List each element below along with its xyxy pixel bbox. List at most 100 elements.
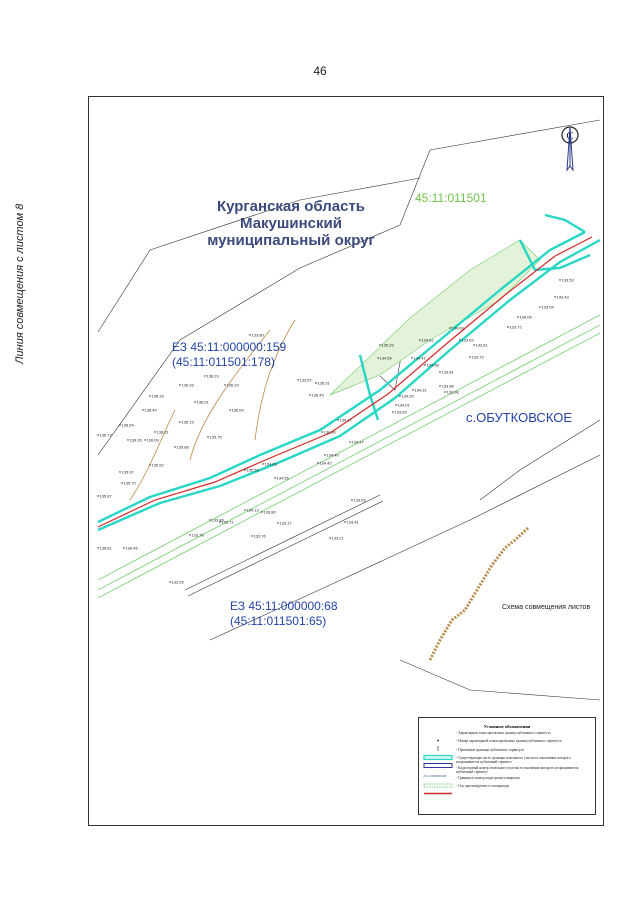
spot-height-dot xyxy=(262,463,264,465)
servitude-line xyxy=(97,238,601,532)
spot-height-dot xyxy=(315,382,317,384)
quarter-line xyxy=(97,324,601,591)
spot-height-dot xyxy=(169,581,171,583)
legend-item: 45:11:000000:68 - Кадастровый номер земе… xyxy=(423,765,579,778)
spot-height-dot xyxy=(459,339,461,341)
sheet-join-label: Линия совмещения с листом 8 xyxy=(14,203,26,364)
boundary-line xyxy=(97,177,421,333)
spot-height-label: 135.88 xyxy=(177,445,190,450)
spot-height-label: 136.09 xyxy=(147,438,160,443)
spot-height-dot xyxy=(444,391,446,393)
spot-height-label: 133.71 xyxy=(222,520,235,525)
spot-height-label: 136.21 xyxy=(157,430,170,435)
village-label: с.ОБУТКОВСКОЕ xyxy=(466,410,573,425)
spot-height-dot xyxy=(517,316,519,318)
spot-height-label: 136.54 xyxy=(122,423,135,428)
spot-height-label: 133.63 xyxy=(354,498,367,503)
servitude-symbol-icon xyxy=(423,748,453,760)
spot-height-label: 134.30 xyxy=(324,430,337,435)
spot-height-dot xyxy=(249,334,251,336)
servitude-line xyxy=(97,230,586,524)
map-legend: Условные обозначения - Характерная точка… xyxy=(418,717,596,815)
spot-height-dot xyxy=(189,534,191,536)
spot-height-dot xyxy=(309,394,311,396)
spot-height-label: 133.41 xyxy=(347,520,360,525)
contour-line xyxy=(129,409,176,501)
spot-height-dot xyxy=(207,436,209,438)
spot-height-dot xyxy=(439,371,441,373)
legend-title: Условные обозначения xyxy=(483,724,531,729)
gas-pipeline-axis xyxy=(97,236,593,528)
spot-height-label: 134.06 xyxy=(520,315,533,320)
quarter-lines xyxy=(97,314,601,599)
contours xyxy=(129,319,296,501)
spot-height-label: 133.54 xyxy=(542,305,555,310)
servitude-line xyxy=(518,239,591,272)
spot-height-dot xyxy=(473,344,475,346)
quarter-line xyxy=(97,314,601,581)
spot-height-label: 133.72 xyxy=(472,355,485,360)
spot-height-dot xyxy=(379,344,381,346)
forest-area xyxy=(329,239,541,396)
spot-height-dot xyxy=(324,454,326,456)
spot-height-label: 134.56 xyxy=(277,476,290,481)
spot-height-label: 135.87 xyxy=(100,494,113,499)
spot-height-label: 136.23 xyxy=(207,374,220,379)
spot-height-dot xyxy=(194,401,196,403)
spot-height-dot xyxy=(142,409,144,411)
spot-height-dot xyxy=(144,439,146,441)
spot-height-dot xyxy=(149,395,151,397)
spot-height-label: 135.62 xyxy=(152,463,165,468)
spot-height-label: 136.15 xyxy=(182,420,195,425)
legend-item: - Номер характерной точки проектных гран… xyxy=(423,739,591,751)
spot-height-label: 133.98 xyxy=(447,390,460,395)
spot-height-label: 134.66 xyxy=(265,462,278,467)
spot-height-label: 136.29 xyxy=(227,383,240,388)
spot-height-label: 133.17 xyxy=(280,521,293,526)
contour-line xyxy=(254,319,296,441)
map-frame xyxy=(88,96,604,826)
spot-height-dot xyxy=(229,409,231,411)
spot-height-label: 134.82 xyxy=(422,338,435,343)
spot-height-dot xyxy=(224,384,226,386)
spot-height-dot xyxy=(559,279,561,281)
servitude-corridor xyxy=(97,213,601,532)
ez159-line2: (45:11:011501:178) xyxy=(172,355,275,369)
spot-height-dot xyxy=(344,521,346,523)
spot-height-label: 136.26 xyxy=(182,383,195,388)
cadastral-number-sample: 45:11:000000:68 xyxy=(423,766,453,778)
spot-height-dot xyxy=(392,411,394,413)
spot-height-dot xyxy=(439,385,441,387)
spot-height-dot xyxy=(127,439,129,441)
quarter-line xyxy=(97,332,601,599)
spot-height-dot xyxy=(351,499,353,501)
spot-height-dot xyxy=(204,375,206,377)
spot-height-dot xyxy=(154,431,156,433)
point-symbol-icon xyxy=(423,731,453,741)
svg-text:45:11:000000:68: 45:11:000000:68 xyxy=(423,774,446,778)
spot-height-label: 136.33 xyxy=(152,394,165,399)
quarter-symbol-icon xyxy=(423,776,453,788)
servitude-line xyxy=(358,354,380,421)
spot-height-dot xyxy=(209,519,211,521)
cadastral-boundaries xyxy=(97,119,601,701)
legend-item: - Ось проектируемого газопровода xyxy=(423,784,591,795)
ez68-label: ЕЗ 45:11:000000:68 (45:11:011501:65) xyxy=(230,599,338,629)
servitude-line xyxy=(544,213,586,234)
spot-height-dot xyxy=(277,522,279,524)
spot-height-label: 135.75 xyxy=(210,435,223,440)
spot-height-label: 134.40 xyxy=(327,453,340,458)
ez159-label: ЕЗ 45:11:000000:159 (45:11:011501:178) xyxy=(172,340,286,370)
spot-height-label: 135.56 xyxy=(247,468,260,473)
spot-height-dot xyxy=(554,296,556,298)
boundary-line xyxy=(399,659,601,701)
legend-item: - Проектные границы публичного сервитута xyxy=(423,748,591,760)
spot-height-dot xyxy=(174,446,176,448)
spot-height-label: 136.01 xyxy=(197,400,210,405)
spot-height-dot xyxy=(317,462,319,464)
spot-height-dot xyxy=(179,384,181,386)
spot-height-dot xyxy=(507,326,509,328)
spot-height-dot xyxy=(123,547,125,549)
point-number-icon xyxy=(423,739,453,751)
road-hatch xyxy=(184,494,384,597)
